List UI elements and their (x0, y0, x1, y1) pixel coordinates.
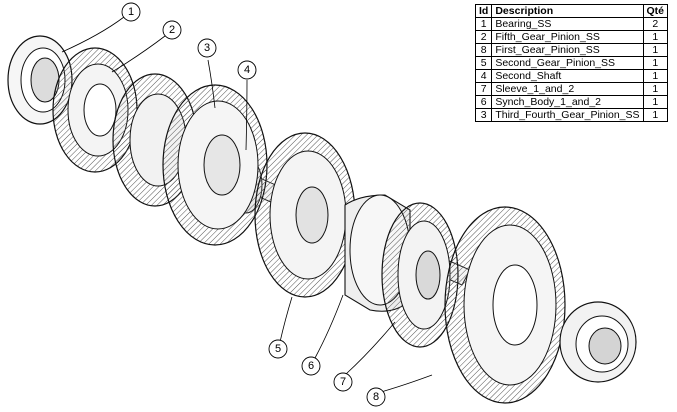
leader-lines (61, 16, 433, 393)
bom-id: 7 (474, 82, 493, 96)
balloon-3: 3 (197, 38, 217, 58)
sleeve (381, 202, 459, 348)
bom-id: 2 (474, 30, 493, 44)
bom-description: First_Gear_Pinion_SS (491, 43, 644, 57)
balloon-4: 4 (237, 60, 257, 80)
bom-qty: 1 (642, 30, 669, 44)
second-gear-pinion (254, 132, 356, 298)
bom-id: 5 (474, 56, 493, 70)
bom-description: Second_Shaft (491, 69, 644, 83)
bom-id: 4 (474, 69, 493, 83)
bom-description: Second_Gear_Pinion_SS (491, 56, 644, 70)
svg-text:7: 7 (340, 376, 346, 388)
bom-header-row: Id Description Qté (474, 4, 669, 18)
svg-text:6: 6 (308, 360, 314, 372)
bom-header-qty: Qté (642, 4, 669, 18)
bom-description: Sleeve_1_and_2 (491, 82, 644, 96)
balloon-8: 8 (366, 387, 386, 407)
balloon-6: 6 (301, 356, 321, 376)
svg-text:3: 3 (204, 42, 210, 54)
bom-description: Fifth_Gear_Pinion_SS (491, 30, 644, 44)
bom-header-id: Id (474, 4, 493, 18)
third-fourth-gear-pinion (162, 84, 268, 246)
bom-qty: 2 (642, 17, 669, 31)
balloon-5: 5 (268, 339, 288, 359)
bom-description: Third_Fourth_Gear_Pinion_SS (491, 108, 644, 122)
balloon-2: 2 (162, 20, 182, 40)
balloon-7: 7 (333, 372, 353, 392)
bom-description: Synch_Body_1_and_2 (491, 95, 644, 109)
bom-id: 1 (474, 17, 493, 31)
bom-id: 6 (474, 95, 493, 109)
first-gear-pinion (444, 206, 566, 404)
svg-text:8: 8 (373, 391, 379, 403)
bom-qty: 1 (642, 43, 669, 57)
svg-text:2: 2 (169, 24, 175, 36)
bom-qty: 1 (642, 69, 669, 83)
bom-header-description: Description (491, 4, 644, 18)
svg-text:5: 5 (275, 343, 281, 355)
svg-text:4: 4 (244, 64, 250, 76)
bom-qty: 1 (642, 82, 669, 96)
svg-text:1: 1 (128, 6, 134, 18)
bom-description: Bearing_SS (491, 17, 644, 31)
bom-id: 3 (474, 108, 493, 122)
balloon-1: 1 (121, 2, 141, 22)
bom-qty: 1 (642, 95, 669, 109)
bom-id: 8 (474, 43, 493, 57)
bom-qty: 1 (642, 56, 669, 70)
bom-qty: 1 (642, 108, 669, 122)
bearing-right (559, 301, 637, 383)
